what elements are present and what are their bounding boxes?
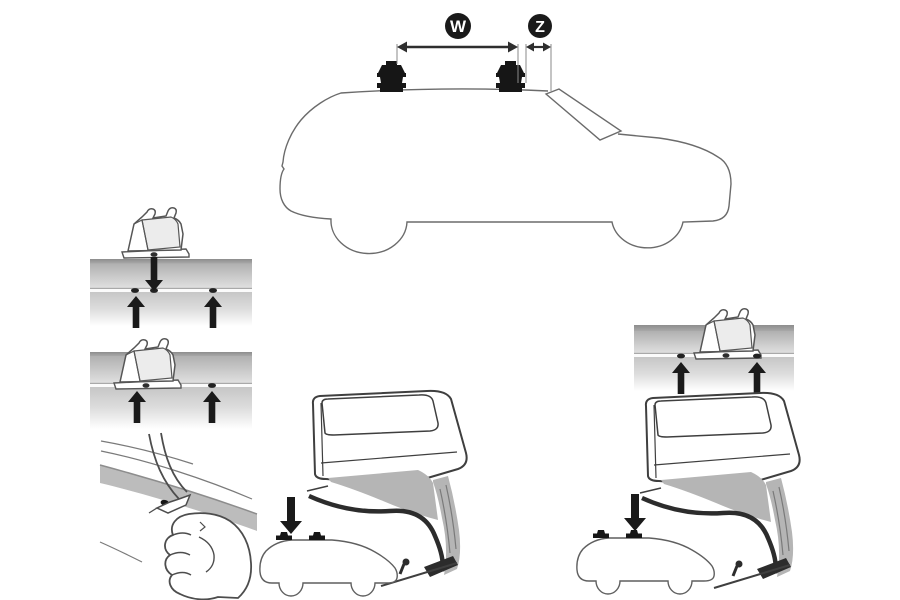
w-label: W — [450, 17, 467, 36]
marker-dot — [208, 383, 216, 388]
w-badge — [445, 13, 471, 39]
down-arrow-icon — [280, 497, 302, 534]
panel-car-overview: W Z — [279, 13, 732, 255]
dimension-z: Z — [525, 14, 552, 91]
roof-foot-rear-icon — [377, 61, 406, 92]
roof-foot-front-icon — [496, 61, 525, 92]
bracket-claw — [155, 493, 192, 514]
panel-marker-mounted-right — [634, 308, 794, 394]
marker-dot — [209, 288, 217, 293]
z-badge — [528, 14, 552, 38]
marker-dot — [677, 353, 685, 359]
panel-marker-mounted-left — [90, 338, 252, 429]
marker-dot — [753, 353, 761, 359]
dimension-w: W — [396, 13, 519, 83]
door-frame-band — [90, 259, 252, 264]
marker-dot — [131, 288, 139, 293]
car-locator-icon — [260, 532, 397, 596]
panel-closeup-rear — [260, 391, 467, 596]
panel-marker-drop — [90, 207, 252, 328]
clamp-foot-icon — [121, 207, 190, 259]
z-label: Z — [535, 19, 545, 36]
panel-closeup-front — [577, 393, 800, 594]
bracket-strap — [148, 432, 188, 500]
panel-hand-grip — [99, 432, 258, 600]
car-side-outline-icon — [279, 88, 732, 255]
windscreen-pillar — [544, 88, 623, 141]
hand-icon — [164, 512, 252, 600]
clamp-foot-icon — [113, 338, 182, 390]
car-locator-icon — [577, 530, 714, 594]
clamp-foot-icon — [693, 308, 762, 360]
